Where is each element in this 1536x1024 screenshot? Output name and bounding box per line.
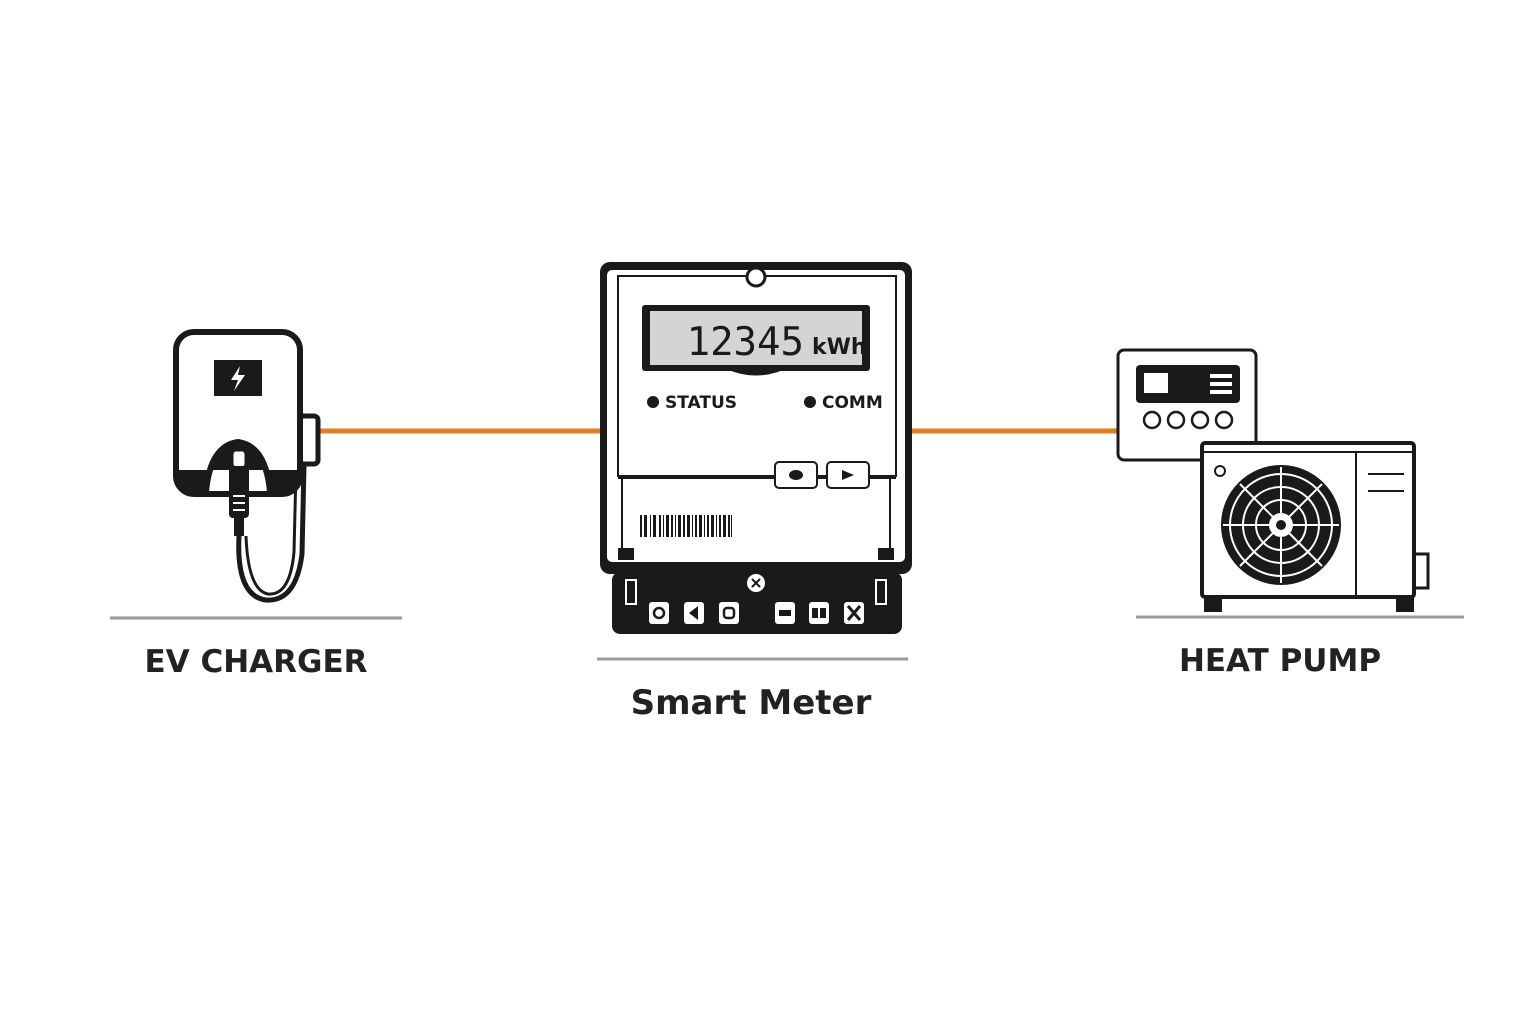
status-indicator-label: STATUS [665,393,737,413]
meter-reading: 12345 [687,320,804,365]
comm-indicator-label: COMM [822,393,883,413]
ev-charger-icon [173,329,321,603]
barcode [640,515,732,537]
comm-led [804,396,816,408]
terminal-block [649,602,864,624]
heat-pump-label: HEAT PUMP [1179,643,1381,679]
heat-pump-icon [1116,348,1430,612]
meter-unit: kWh [812,335,867,360]
ev-charger-label: EV CHARGER [144,644,367,680]
smart-meter-icon [600,262,912,634]
status-led [647,396,659,408]
smart-meter-label: Smart Meter [631,683,872,723]
